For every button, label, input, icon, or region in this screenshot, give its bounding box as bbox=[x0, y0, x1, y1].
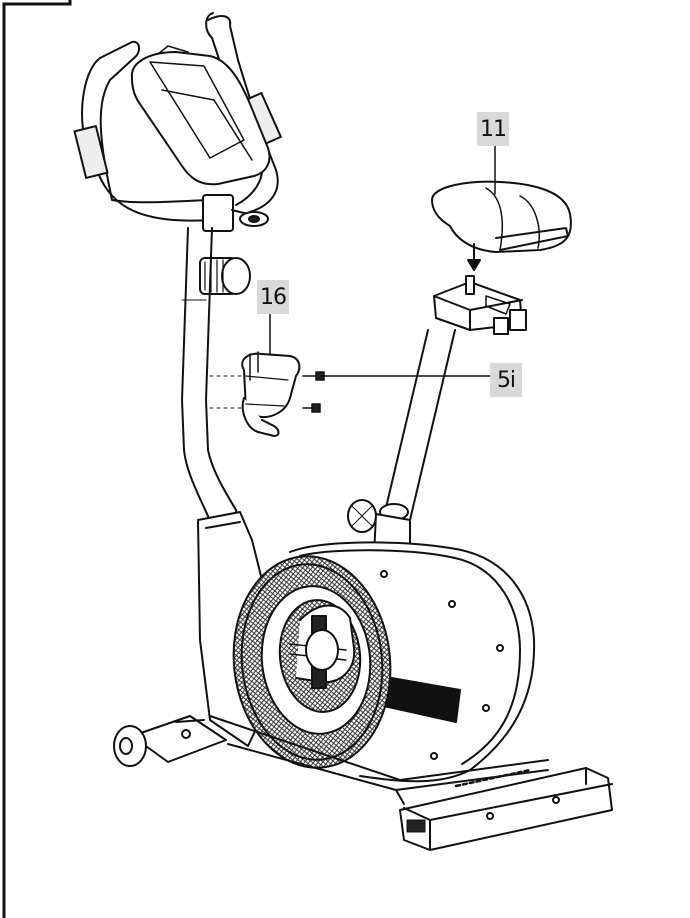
seat-post bbox=[383, 329, 456, 521]
bottle-holder bbox=[241, 351, 301, 437]
page-border bbox=[2, 0, 72, 918]
handlebar-clamp bbox=[202, 194, 269, 232]
saddle bbox=[431, 180, 572, 253]
front-stabilizer bbox=[113, 715, 227, 767]
front-upright bbox=[181, 227, 241, 535]
assembly-arrow bbox=[467, 243, 481, 271]
callout-16: 16 bbox=[257, 280, 289, 314]
callout-11: 11 bbox=[477, 112, 509, 146]
callout-leaders bbox=[269, 145, 496, 377]
callout-5i: 5i bbox=[490, 363, 522, 397]
pedal-crank bbox=[289, 604, 356, 689]
adjustment-knob bbox=[199, 257, 251, 295]
rear-stabilizer bbox=[399, 767, 613, 851]
saddle-slider bbox=[433, 275, 527, 335]
console bbox=[130, 45, 271, 186]
bottle-holder-screws bbox=[302, 371, 325, 413]
